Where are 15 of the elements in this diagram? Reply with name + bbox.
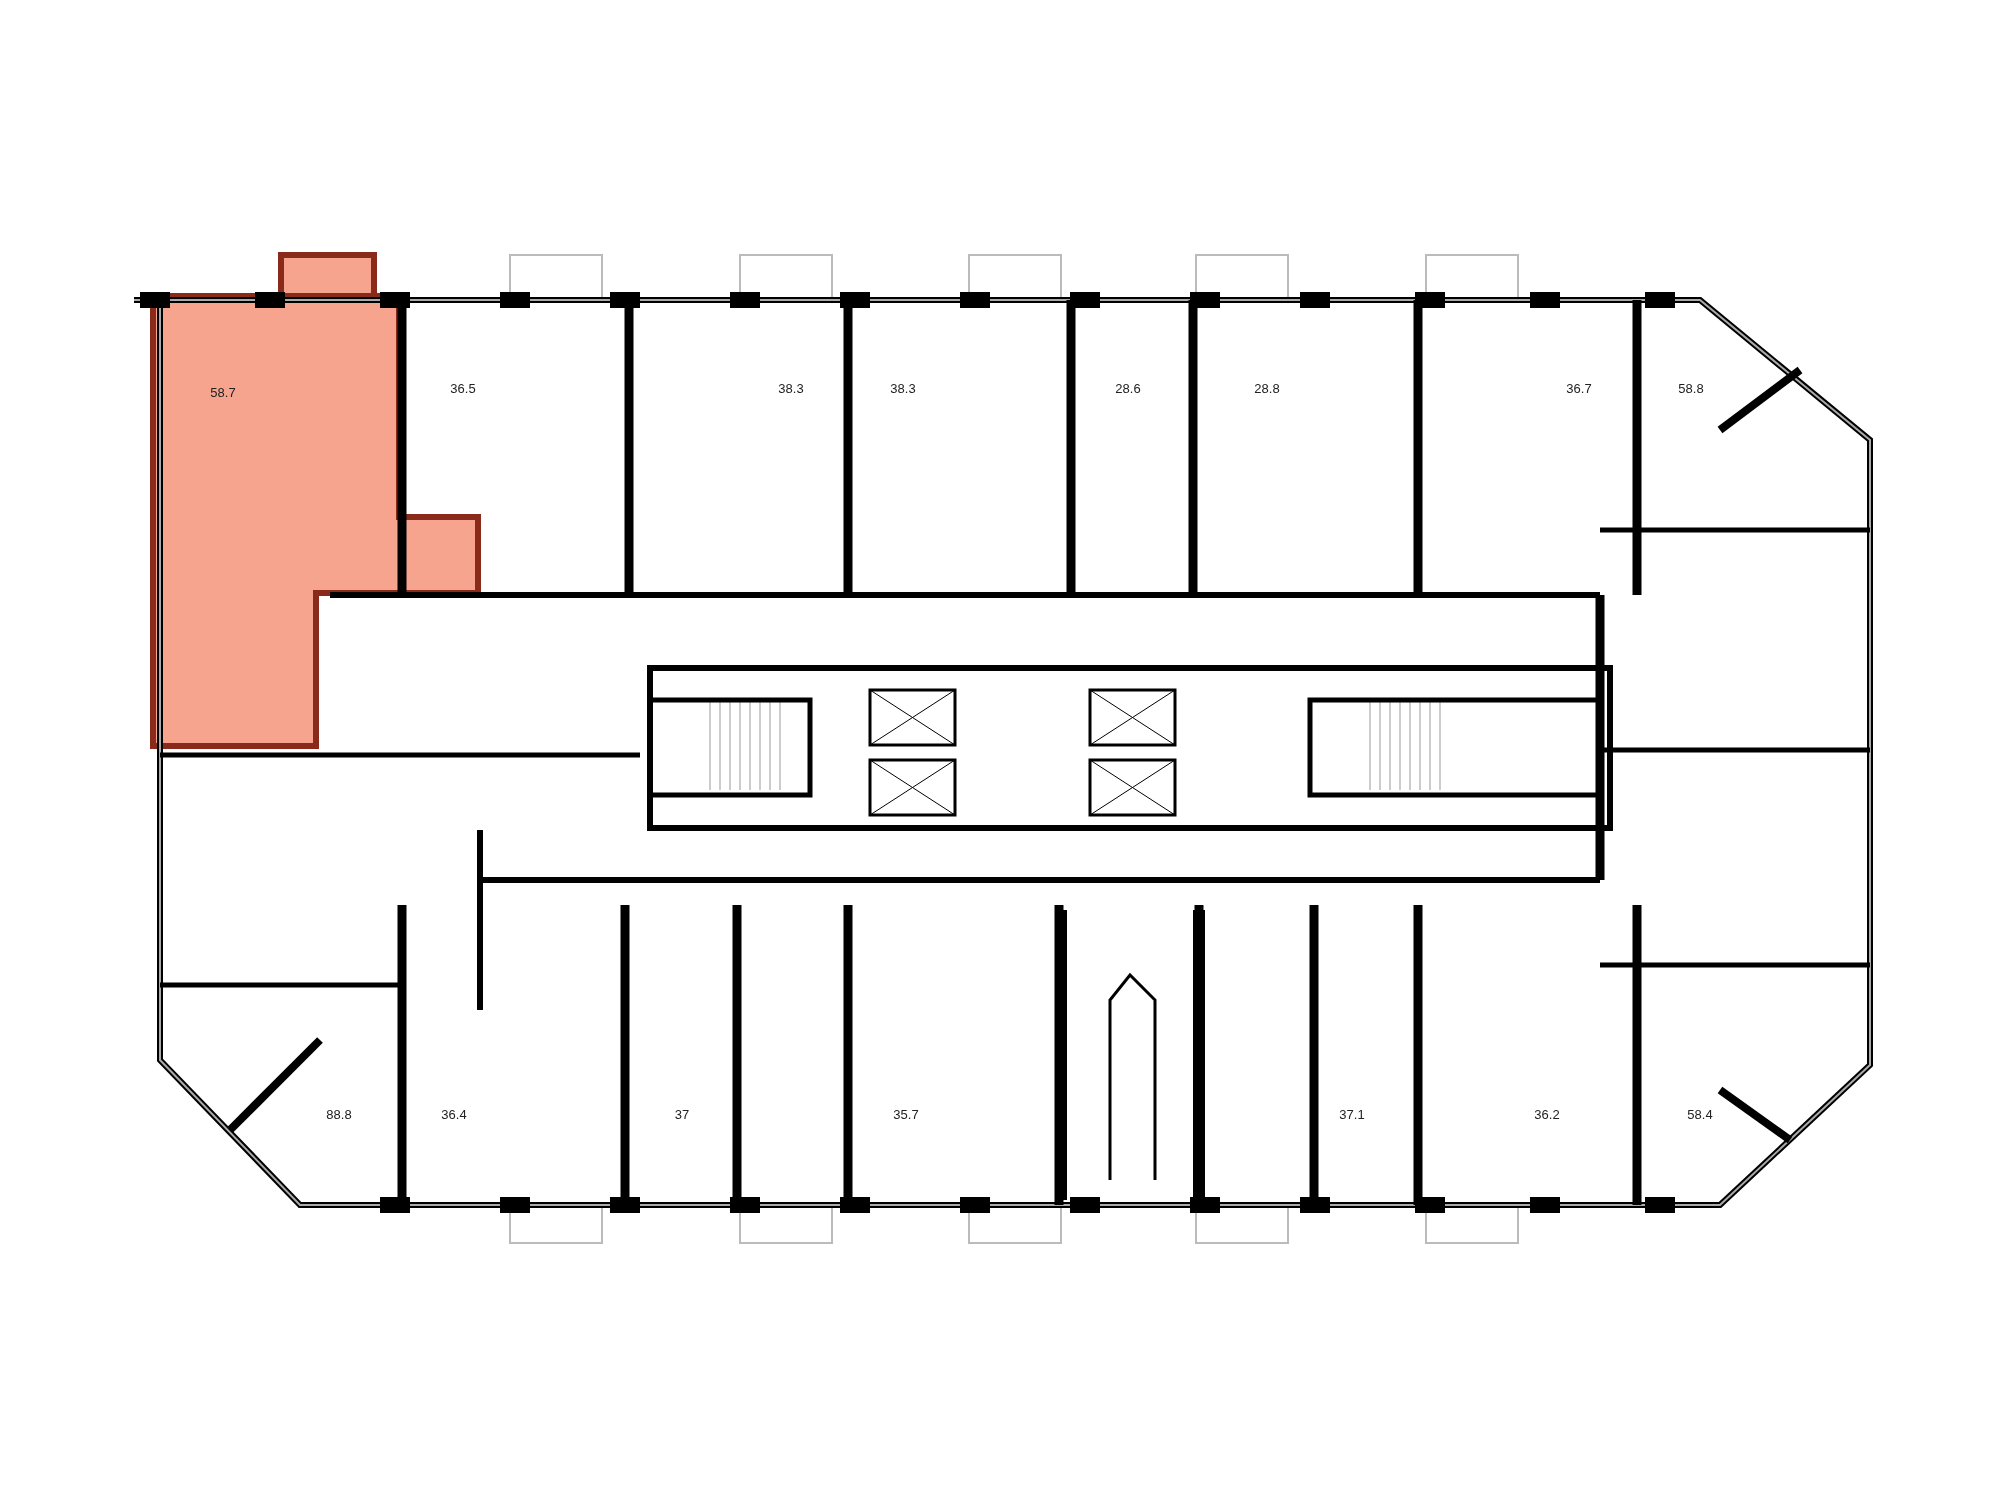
apartment-area-label: 36.5 xyxy=(450,380,476,396)
apartment-area-label: 36.4 xyxy=(441,1106,467,1122)
apartment-area-label: 58.4 xyxy=(1687,1106,1713,1122)
apartment-area-label: 36.2 xyxy=(1534,1106,1560,1122)
apartment-area-label: 38.3 xyxy=(778,380,804,396)
apartment-area-label: 88.8 xyxy=(326,1106,352,1122)
apartment-area-label: 58.8 xyxy=(1678,380,1704,396)
apartment-area-label: 58.7 xyxy=(210,384,236,400)
apartment-area-label: 37 xyxy=(674,1106,690,1122)
apartment-area-label: 38.3 xyxy=(890,380,916,396)
apartment-area-label: 36.7 xyxy=(1566,380,1592,396)
apartment-area-label: 28.6 xyxy=(1115,380,1141,396)
apartment-area-label: 35.7 xyxy=(893,1106,919,1122)
apartment-area-label: 37.1 xyxy=(1339,1106,1365,1122)
apartment-area-label: 28.8 xyxy=(1254,380,1280,396)
